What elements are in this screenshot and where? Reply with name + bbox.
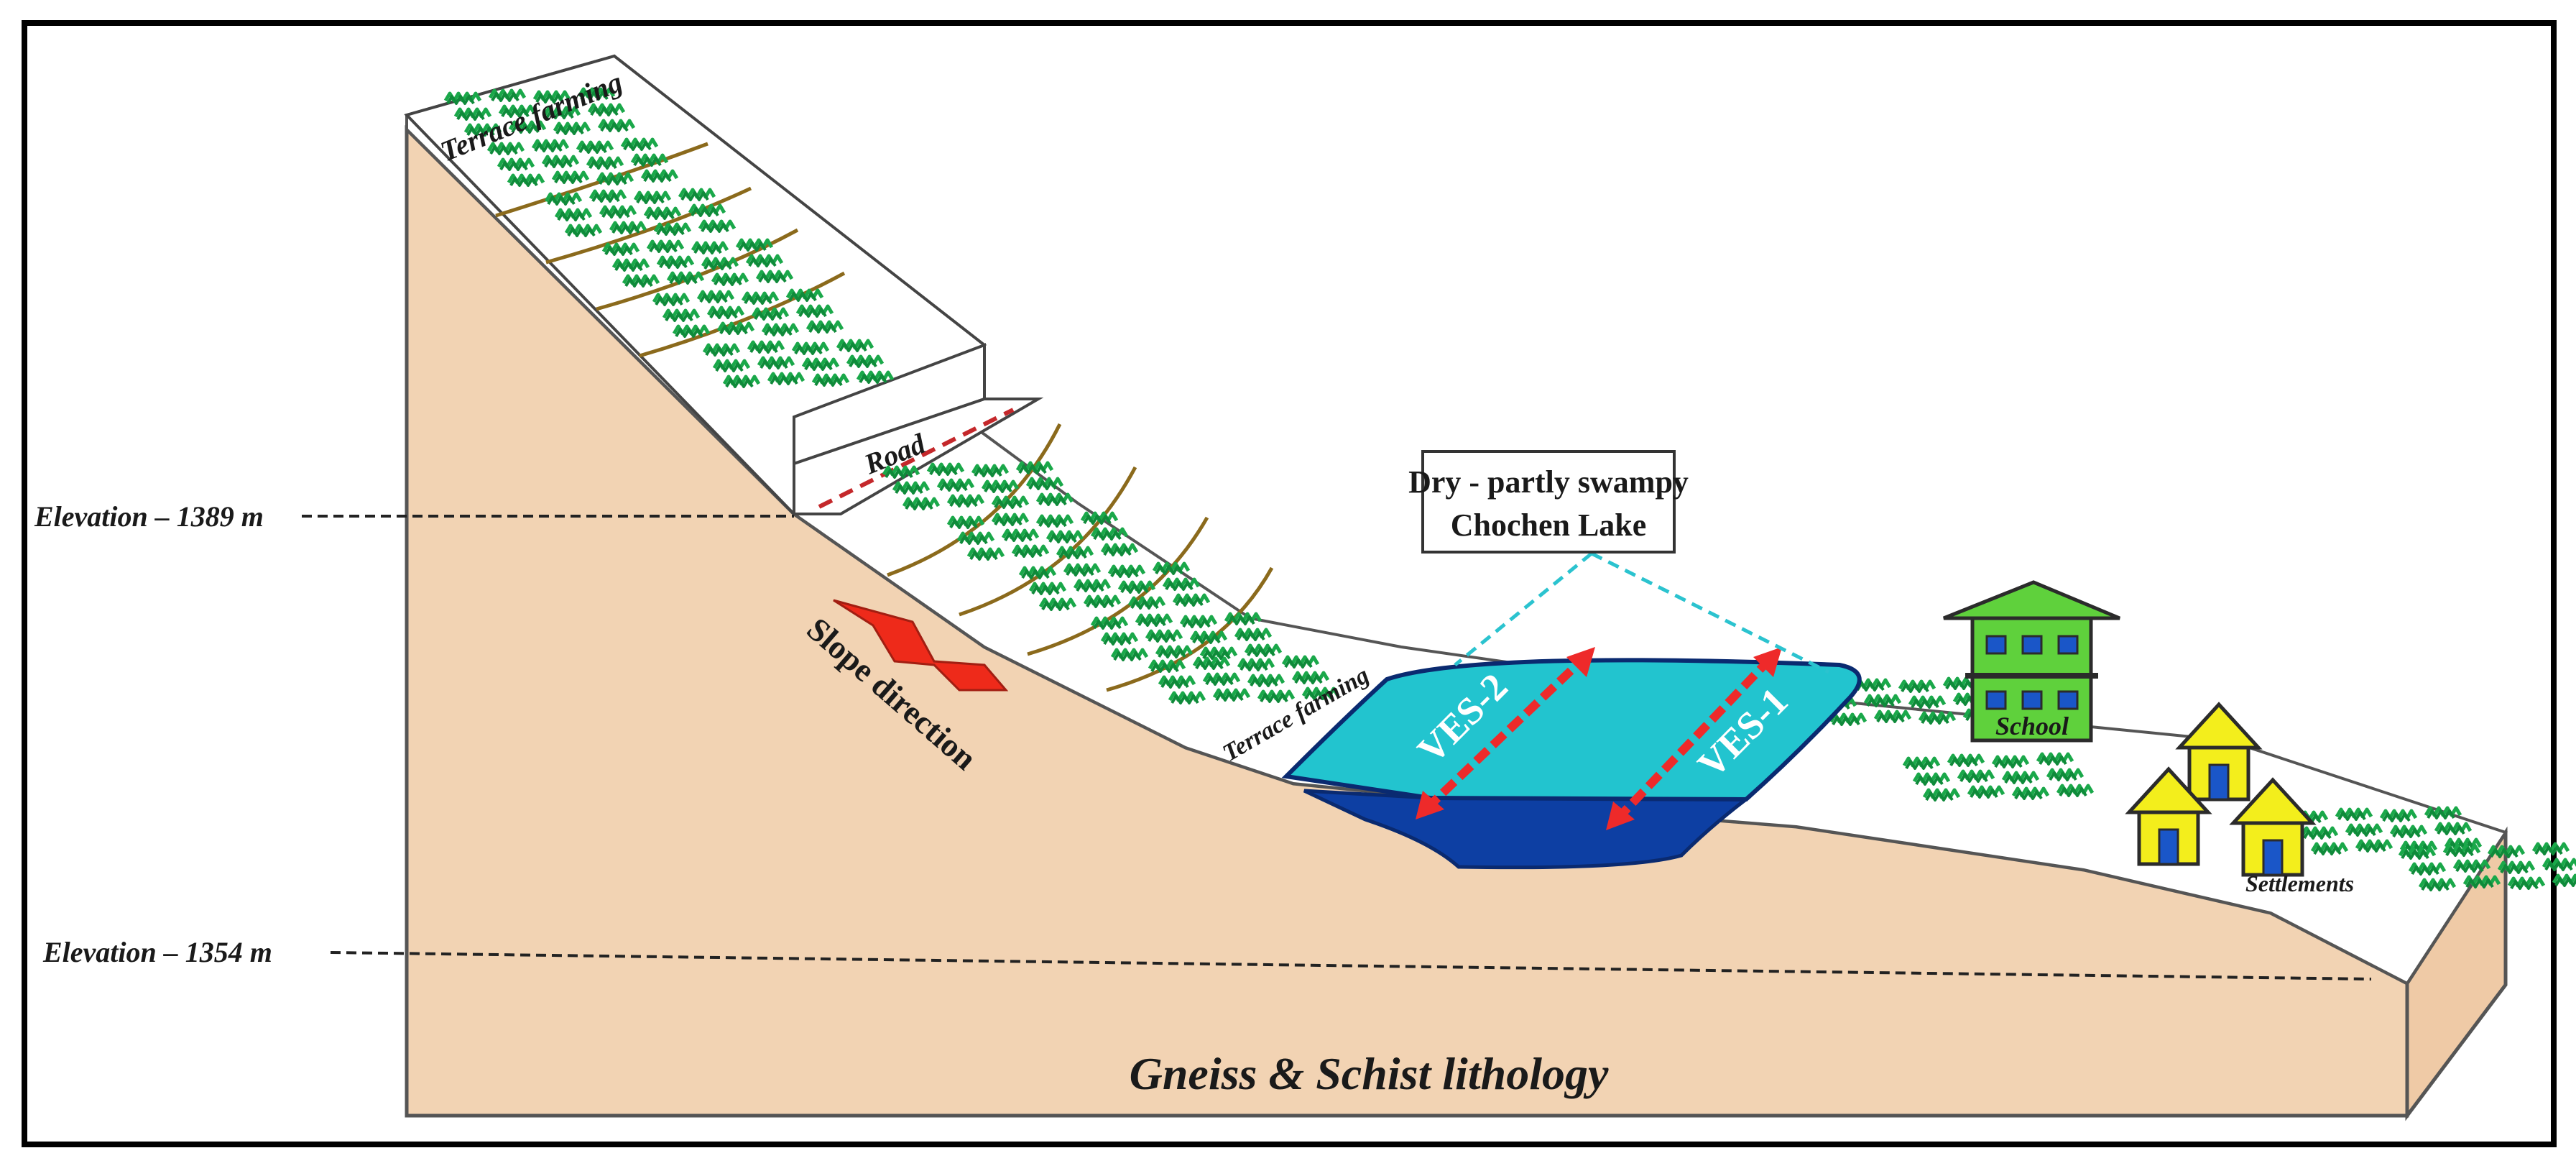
lake-callout-line1: Dry - partly swampy bbox=[1408, 464, 1689, 500]
road-strip bbox=[793, 398, 1044, 515]
lower-terrace-lines bbox=[887, 423, 1274, 692]
lake-callout-box bbox=[1421, 450, 1676, 554]
slope-direction-arrow bbox=[833, 599, 1009, 692]
lake-dark bbox=[1303, 789, 1752, 870]
school-label: School bbox=[1995, 712, 2069, 740]
road-centerline bbox=[818, 408, 1015, 509]
elevation-1354-line bbox=[330, 951, 2372, 981]
elevation-1389-label: Elevation – 1389 m bbox=[34, 500, 264, 533]
ves2-arrowhead-start bbox=[1416, 791, 1444, 819]
ves1-arrowhead-start bbox=[1606, 802, 1635, 830]
ves2-arrowhead-end bbox=[1566, 647, 1595, 677]
lithology-label: Gneiss & Schist lithology bbox=[1130, 1048, 1609, 1099]
ves-arrows bbox=[1423, 654, 1775, 823]
elevation-1354-label: Elevation – 1354 m bbox=[42, 936, 272, 968]
school-building bbox=[1943, 580, 2120, 743]
settlements-label: Settlements bbox=[2245, 871, 2354, 896]
lake-callout-lines bbox=[1454, 551, 1830, 674]
lake-light bbox=[1281, 658, 1862, 802]
ves1-arrowhead-end bbox=[1753, 647, 1782, 677]
lake-callout-line2: Chochen Lake bbox=[1451, 508, 1647, 543]
